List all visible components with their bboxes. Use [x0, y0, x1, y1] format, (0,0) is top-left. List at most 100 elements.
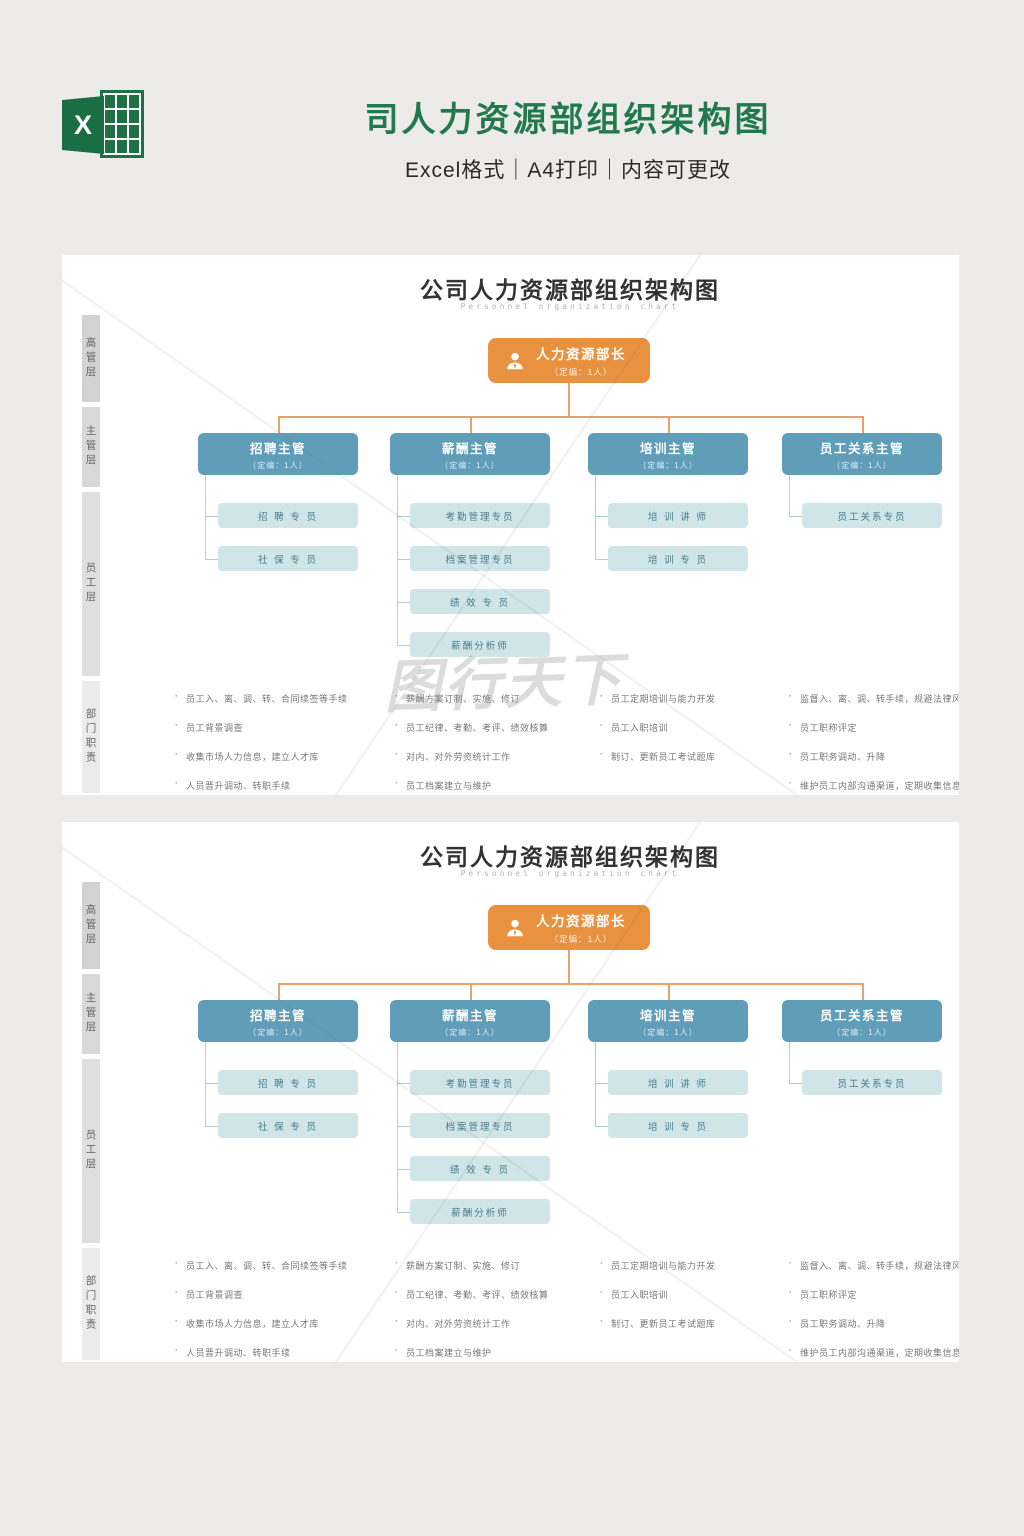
duty-item: 员工入职培训: [600, 720, 716, 733]
connector-horizontal: [278, 983, 862, 985]
specialist-node: 绩 效 专 员: [410, 1156, 550, 1181]
connector-root-drop: [568, 950, 570, 983]
connector-child-stub: [397, 601, 410, 603]
connector-children-vertical: [397, 475, 398, 645]
duty-item: 员工背景调查: [175, 720, 348, 733]
connector-horizontal: [278, 416, 862, 418]
connector-child-stub: [397, 1082, 410, 1084]
duty-item: 员工入、离、调、转、合同续签等手续: [175, 1258, 348, 1271]
specialist-node: 招 聘 专 员: [218, 1070, 358, 1095]
manager-node-title: 培训主管: [639, 1008, 696, 1023]
page-title: 司人力资源部组织架构图: [364, 101, 772, 139]
excel-grid-cell: [105, 110, 115, 123]
root-node-headcount: （定编：1人）: [549, 367, 613, 377]
specialist-node: 社 保 专 员: [218, 546, 358, 571]
duty-item: 员工入职培训: [600, 1287, 716, 1300]
sidebar-level-label: 部门职责: [84, 708, 97, 766]
connector-root-drop: [568, 383, 570, 416]
specialist-node: 薪酬分析师: [410, 632, 550, 657]
sidebar-level-band: 高管层: [82, 315, 100, 402]
manager-node: 员工关系主管（定编：1人）: [782, 433, 942, 475]
root-node-title: 人力资源部长: [536, 914, 626, 929]
manager-node-headcount: （定编：1人）: [638, 460, 698, 470]
manager-node: 招聘主管（定编：1人）: [198, 1000, 358, 1042]
duty-item: 员工纪律、考勤、考评、绩效核算: [395, 1287, 549, 1300]
connector-child-stub: [205, 1125, 218, 1127]
excel-x-letter: X: [62, 96, 104, 154]
connector-child-stub: [595, 1082, 608, 1084]
duty-item: 员工入、离、调、转、合同续签等手续: [175, 691, 348, 704]
connector-children-vertical: [397, 1042, 398, 1212]
duty-item: 维护员工内部沟通渠道，定期收集信息: [789, 1345, 959, 1358]
root-node-hr-director: 人力资源部长 （定编：1人）: [488, 905, 650, 950]
manager-node-title: 招聘主管: [249, 441, 306, 456]
connector-children-vertical: [205, 475, 206, 559]
specialist-node: 考勤管理专员: [410, 503, 550, 528]
connector-child-stub: [205, 1082, 218, 1084]
excel-logo-icon: X: [62, 85, 146, 165]
sidebar-level-band: 主管层: [82, 407, 100, 487]
manager-node-title: 薪酬主管: [441, 1008, 498, 1023]
duties-list: 员工定期培训与能力开发员工入职培训制订、更新员工考试题库: [600, 691, 716, 779]
excel-grid-cell: [105, 125, 115, 138]
duties-list: 监督入、离、调、转手续，规避法律风险员工职称评定员工职务调动、升降维护员工内部沟…: [789, 691, 959, 795]
sidebar-level-band: 员工层: [82, 492, 100, 676]
specialist-node: 培 训 专 员: [608, 546, 748, 571]
connector-children-vertical: [789, 475, 790, 516]
specialist-node: 社 保 专 员: [218, 1113, 358, 1138]
specialist-node: 培 训 讲 师: [608, 503, 748, 528]
specialist-node: 培 训 专 员: [608, 1113, 748, 1138]
duty-item: 人员晋升调动、转职手续: [175, 1345, 348, 1358]
duty-item: 员工职务调动、升降: [789, 1316, 959, 1329]
manager-node-title: 员工关系主管: [819, 1008, 904, 1023]
excel-grid-cell: [129, 110, 139, 123]
excel-grid-cell: [129, 95, 139, 108]
duty-item: 员工背景调查: [175, 1287, 348, 1300]
manager-node-headcount: （定编：1人）: [248, 1027, 308, 1037]
duty-item: 员工定期培训与能力开发: [600, 691, 716, 704]
manager-node: 薪酬主管（定编：1人）: [390, 1000, 550, 1042]
root-node-text: 人力资源部长 （定编：1人）: [526, 910, 650, 945]
duties-list: 薪酬方案订制、实施、修订员工纪律、考勤、考评、绩效核算对内、对外劳资统计工作员工…: [395, 691, 549, 795]
duty-item: 制订、更新员工考试题库: [600, 1316, 716, 1329]
duty-item: 监督入、离、调、转手续，规避法律风险: [789, 691, 959, 704]
specialist-node: 档案管理专员: [410, 546, 550, 571]
sidebar-level-label: 主管层: [84, 425, 97, 469]
specialist-node: 考勤管理专员: [410, 1070, 550, 1095]
excel-grid-cell: [105, 140, 115, 153]
sidebar-level-label: 高管层: [84, 903, 97, 948]
manager-node: 招聘主管（定编：1人）: [198, 433, 358, 475]
manager-node: 培训主管（定编：1人）: [588, 433, 748, 475]
manager-node-title: 员工关系主管: [819, 441, 904, 456]
duty-item: 员工职务调动、升降: [789, 749, 959, 762]
connector-child-stub: [789, 1082, 802, 1084]
root-node-title: 人力资源部长: [536, 347, 626, 362]
sidebar-level-label: 员工层: [84, 562, 97, 606]
excel-grid-cell: [105, 95, 115, 108]
connector-children-vertical: [789, 1042, 790, 1083]
connector-children-vertical: [595, 475, 596, 559]
sidebar-level-label: 部门职责: [84, 1275, 97, 1333]
connector-child-stub: [397, 1168, 410, 1170]
chart-title: 公司人力资源部组织架构图: [420, 845, 720, 870]
connector-children-vertical: [205, 1042, 206, 1126]
root-node-text: 人力资源部长 （定编：1人）: [526, 343, 650, 378]
connector-child-stub: [205, 515, 218, 517]
connector-child-stub: [397, 515, 410, 517]
duty-item: 对内、对外劳资统计工作: [395, 749, 549, 762]
duty-item: 员工职称评定: [789, 720, 959, 733]
specialist-node: 员工关系专员: [802, 1070, 942, 1095]
connector-child-stub: [397, 1211, 410, 1213]
excel-grid-cell: [117, 110, 127, 123]
duties-list: 员工定期培训与能力开发员工入职培训制订、更新员工考试题库: [600, 1258, 716, 1346]
manager-node-headcount: （定编：1人）: [440, 460, 500, 470]
duty-item: 监督入、离、调、转手续，规避法律风险: [789, 1258, 959, 1271]
root-node-headcount: （定编：1人）: [549, 934, 613, 944]
connector-branch-drop: [470, 983, 472, 1000]
connector-child-stub: [595, 558, 608, 560]
person-icon: [504, 917, 526, 939]
page-subtitle: Excel格式｜A4打印｜内容可更改: [404, 159, 732, 182]
manager-node-headcount: （定编：1人）: [638, 1027, 698, 1037]
